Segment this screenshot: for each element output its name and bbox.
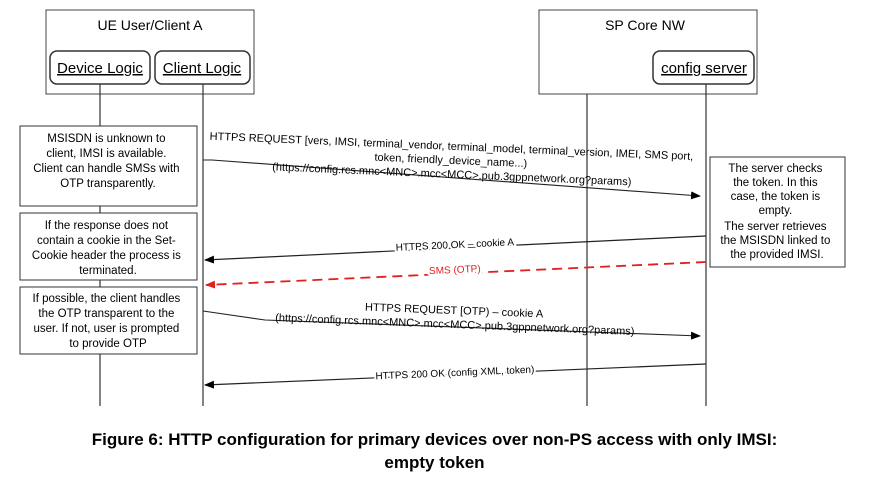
note-msisdn-line: OTP transparently. [60,178,155,190]
note-server-line: the provided IMSI. [730,249,823,261]
note-server-box [709,156,846,268]
msg4-label: HTTPS REQUEST [OTP) – cookie A (https://… [275,298,635,338]
note-response-box [19,212,198,281]
config-server-box [652,50,755,85]
client-logic-label: Client Logic [163,60,242,77]
sp-group-label: SP Core NW [605,17,686,33]
note-server-line: the token. In this [733,177,818,189]
note-response-line: Cookie header the process is [32,250,181,262]
device-logic-label: Device Logic [57,60,143,77]
note-otp-line: user. If not, user is prompted [34,323,180,335]
note-otp-box [19,286,198,355]
msg1-label: HTTPS REQUEST [vers, IMSI, terminal_vend… [208,131,696,191]
msg2-arrow [204,235,707,264]
note-response-line: contain a cookie in the Set- [37,235,176,247]
note-otp-line: If possible, the client handles [33,293,181,305]
note-otp: If possible, the client handles the OTP … [33,293,184,350]
msg5-arrow [204,363,707,389]
figure-caption-line-2: empty token [384,453,485,472]
note-response: If the response does not contain a cooki… [32,220,184,277]
note-msisdn: MSISDN is unknown to client, IMSI is ava… [33,133,183,190]
ue-group-label: UE User/Client A [97,17,203,33]
client-logic-box [154,50,251,85]
sequence-diagram: UE User/Client A SP Core NW Device Logic… [19,9,846,406]
figure-caption-line-1: Figure 6: HTTP configuration for primary… [91,430,778,449]
msg1-label-group: HTTPS REQUEST [vers, IMSI, terminal_vend… [208,131,696,191]
note-otp-line: to provide OTP [69,338,147,350]
note-response-line: If the response does not [45,220,169,232]
msg1-arrow [203,159,701,200]
note-msisdn-line: MSISDN is unknown to [47,133,165,145]
msg3-arrow [205,261,707,289]
note-server-line: The server checks [728,163,822,175]
config-server-label: config server [661,60,747,77]
note-server: The server checks the token. In this cas… [720,163,833,261]
note-response-line: terminated. [79,265,137,277]
note-otp-line: the OTP transparent to the [38,308,174,320]
msg2-label: HTTPS 200 OK – cookie A [395,237,514,254]
msg4-label-group: HTTPS REQUEST [OTP) – cookie A (https://… [275,298,635,338]
note-msisdn-line: Client can handle SMSs with [33,163,179,175]
msg5-label: HTTPS 200 OK (config XML, token) [375,365,534,383]
msg4-arrow [202,310,701,340]
note-server-line: The server retrieves [724,221,827,233]
note-msisdn-box [19,125,198,207]
note-server-line: the MSISDN linked to [720,235,830,247]
device-logic-box [49,50,151,85]
note-server-line: case, the token is [731,191,821,203]
note-msisdn-line: client, IMSI is available. [46,148,166,160]
msg3-label: SMS (OTP) [429,264,481,277]
note-server-line: empty. [759,205,793,217]
